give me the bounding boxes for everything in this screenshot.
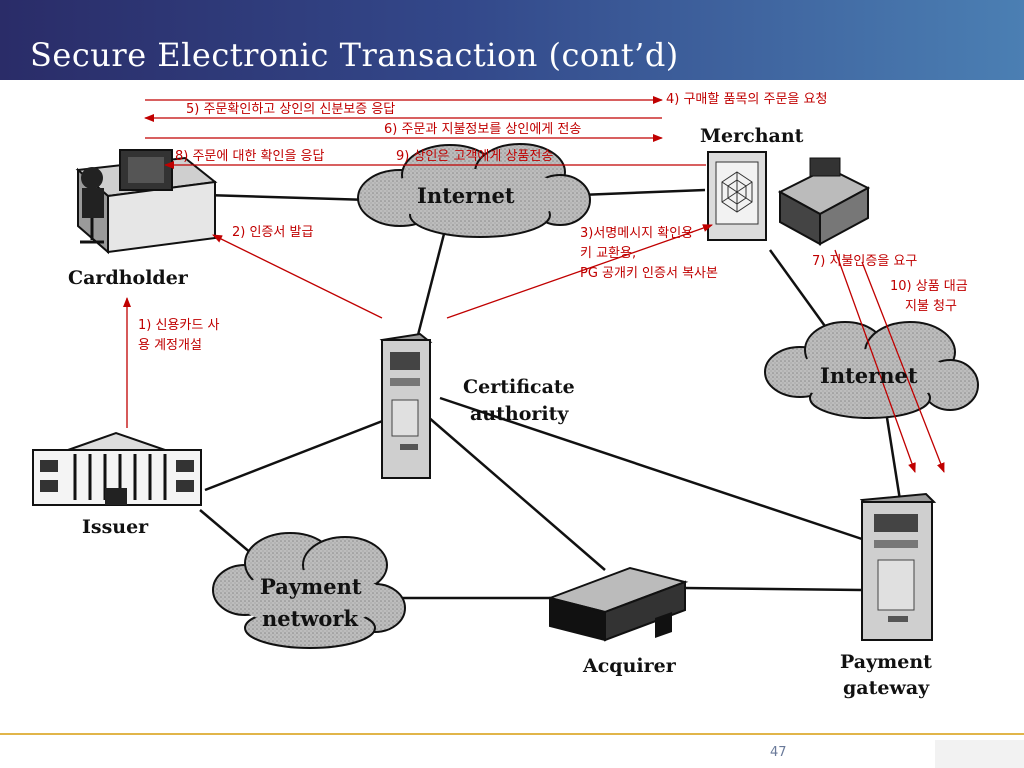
step-3-label-line3: PG 공개키 인증서 복사본 [580, 266, 718, 281]
page-title: Secure Electronic Transaction (cont’d) [30, 36, 679, 74]
step-10-label-line1: 10) 상품 대금 [890, 279, 968, 294]
internet-cloud-right [764, 321, 979, 419]
footer-decoration [935, 740, 1024, 768]
step-3-label-line1: 3)서명메시지 확인용 [580, 226, 693, 241]
link-internet2-pg [883, 404, 902, 501]
flow-arrows [123, 96, 945, 473]
step-7-label: 7) 지불인증을 요구 [812, 254, 917, 269]
payment-network-label-line2: network [262, 606, 358, 631]
certificate-authority-label-line1: Certificate [463, 376, 575, 398]
merchant-label: Merchant [700, 125, 804, 147]
link-ca-pg [439, 396, 866, 542]
internet-right-label: Internet [820, 363, 918, 388]
link-ca-issuer [204, 418, 386, 492]
arrow-step-3 [446, 224, 713, 319]
acquirer-computer-icon [546, 566, 689, 642]
step-1-label-line1: 1) 신용카드 사 [138, 318, 219, 333]
step-2-label: 2) 인증서 발급 [232, 225, 313, 240]
issuer-bank-building-icon [32, 431, 202, 506]
internet-top-label: Internet [417, 183, 515, 208]
page-number: 47 [770, 745, 787, 760]
step-9-label: 9) 상인은 고객에게 상품전송 [396, 149, 553, 164]
arrow-step-10 [861, 261, 945, 473]
cardholder-computer-icon [75, 149, 218, 255]
link-internet-merchant [579, 188, 706, 197]
payment-gateway-server-icon [859, 492, 937, 641]
step-4-label: 4) 구매할 품목의 주문을 요청 [666, 92, 827, 107]
link-cardholder-internet [204, 193, 371, 202]
issuer-label: Issuer [82, 516, 149, 538]
merchant-terminal-icon [707, 151, 767, 241]
certificate-authority-server-icon [379, 332, 433, 479]
certificate-authority-label-line2: authority [470, 403, 569, 425]
payment-gateway-label-line1: Payment [840, 651, 932, 673]
step-10-label-line2: 지불 청구 [905, 299, 957, 314]
step-1-label-line2: 용 계정개설 [138, 338, 202, 353]
payment-network-cloud [212, 532, 406, 649]
step-3-label-line2: 키 교환용, [580, 246, 636, 261]
step-5-label: 5) 주문확인하고 상인의 신분보증 응답 [186, 102, 395, 117]
arrow-step-2 [212, 234, 383, 319]
payment-gateway-label-line2: gateway [843, 677, 930, 699]
link-ca-acquirer [419, 409, 606, 571]
acquirer-label: Acquirer [582, 655, 677, 677]
cash-register-icon [777, 157, 871, 246]
step-8-label: 8) 주문에 대한 확인을 응답 [175, 149, 325, 164]
link-internet-ca [416, 229, 447, 336]
step-6-label: 6) 주문과 지불정보를 상인에게 전송 [384, 122, 581, 137]
link-acquirer-pg [684, 586, 863, 592]
footer-divider [0, 733, 1024, 735]
internet-cloud-top [357, 143, 591, 238]
payment-network-label-line1: Payment [260, 574, 362, 599]
cardholder-label: Cardholder [68, 267, 189, 289]
title-bar [0, 0, 1024, 80]
arrow-step-7 [834, 249, 916, 473]
